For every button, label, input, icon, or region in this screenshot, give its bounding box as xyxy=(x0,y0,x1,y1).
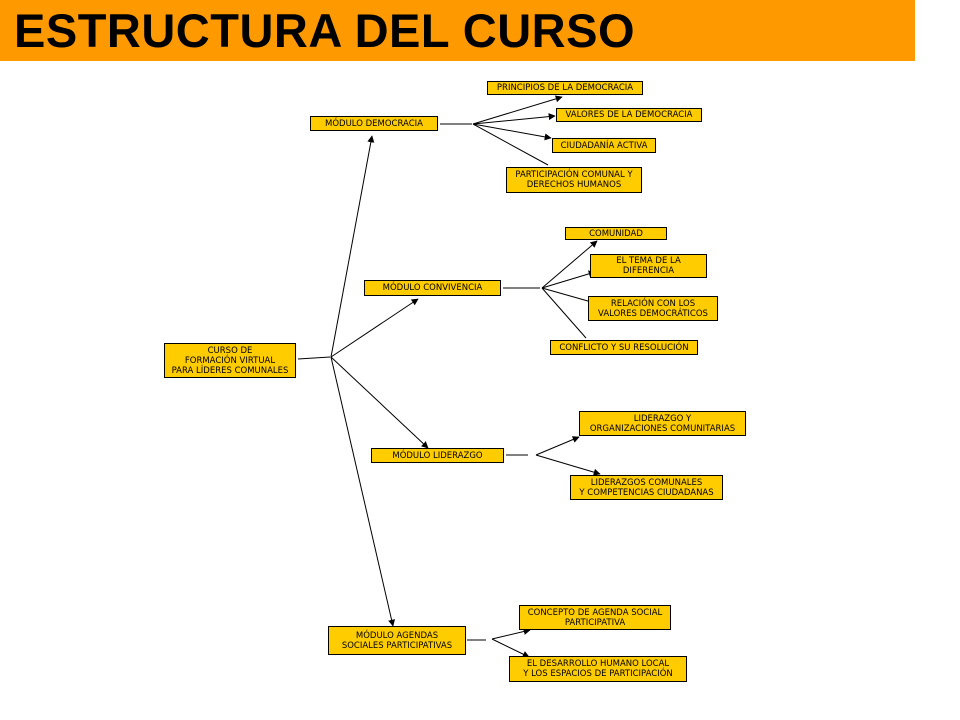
topic-node-tema-diferencia: EL TEMA DE LA DIFERENCIA xyxy=(590,254,707,278)
root-connector-stub xyxy=(297,356,331,360)
edge-root-agendas xyxy=(330,356,395,627)
edge-liderazgo-organizaciones xyxy=(535,436,580,456)
topic-node-conflicto-resolucion: CONFLICTO Y SU RESOLUCIÓN xyxy=(550,340,698,355)
edge-democracia-valores xyxy=(472,113,556,125)
title-bar: ESTRUCTURA DEL CURSO xyxy=(0,0,915,61)
edge-agendas-concepto xyxy=(491,628,531,640)
topic-node-concepto-agenda: CONCEPTO DE AGENDA SOCIAL PARTICIPATIVA xyxy=(519,605,671,630)
topic-node-desarrollo-humano: EL DESARROLLO HUMANO LOCAL Y LOS ESPACIO… xyxy=(509,656,687,682)
edge-democracia-ciudadania xyxy=(472,123,552,141)
edge-root-convivencia xyxy=(330,298,419,358)
topic-node-comunidad: COMUNIDAD xyxy=(565,227,667,240)
edge-agendas-desarrollo xyxy=(491,638,530,658)
topic-node-ciudadania-activa: CIUDADANÍA ACTIVA xyxy=(552,138,656,153)
module-node-liderazgo: MÓDULO LIDERAZGO xyxy=(371,448,504,463)
topic-node-liderazgo-organizaciones: LIDERAZGO Y ORGANIZACIONES COMUNITARIAS xyxy=(579,411,746,436)
edge-root-democracia xyxy=(330,135,375,358)
topic-node-participacion-comunal: PARTICIPACIÓN COMUNAL Y DERECHOS HUMANOS xyxy=(506,167,642,193)
edge-democracia-principios xyxy=(472,95,563,125)
edge-democracia-participacion xyxy=(472,123,549,166)
edge-convivencia-conflicto xyxy=(541,287,587,339)
module-node-convivencia: MÓDULO CONVIVENCIA xyxy=(364,280,501,296)
edge-convivencia-diferencia xyxy=(541,270,596,289)
root-node-course: CURSO DE FORMACIÓN VIRTUAL PARA LÍDERES … xyxy=(164,343,296,378)
page-title: ESTRUCTURA DEL CURSO xyxy=(14,4,636,57)
edge-convivencia-comunidad xyxy=(541,240,598,289)
topic-node-principios-democracia: PRINCIPIOS DE LA DEMOCRACIA xyxy=(487,81,643,95)
edge-liderazgo-comunales xyxy=(535,454,601,476)
topic-node-liderazgos-comunales: LIDERAZGOS COMUNALES Y COMPETENCIAS CIUD… xyxy=(570,475,723,500)
topic-node-valores-democracia: VALORES DE LA DEMOCRACIA xyxy=(556,108,702,122)
module-node-democracia: MÓDULO DEMOCRACIA xyxy=(310,116,438,131)
module-node-agendas: MÓDULO AGENDAS SOCIALES PARTICIPATIVAS xyxy=(328,626,466,655)
edge-convivencia-relacion xyxy=(541,287,596,305)
edge-root-liderazgo xyxy=(330,356,429,449)
topic-node-relacion-valores: RELACIÓN CON LOS VALORES DEMOCRÁTICOS xyxy=(588,296,718,321)
